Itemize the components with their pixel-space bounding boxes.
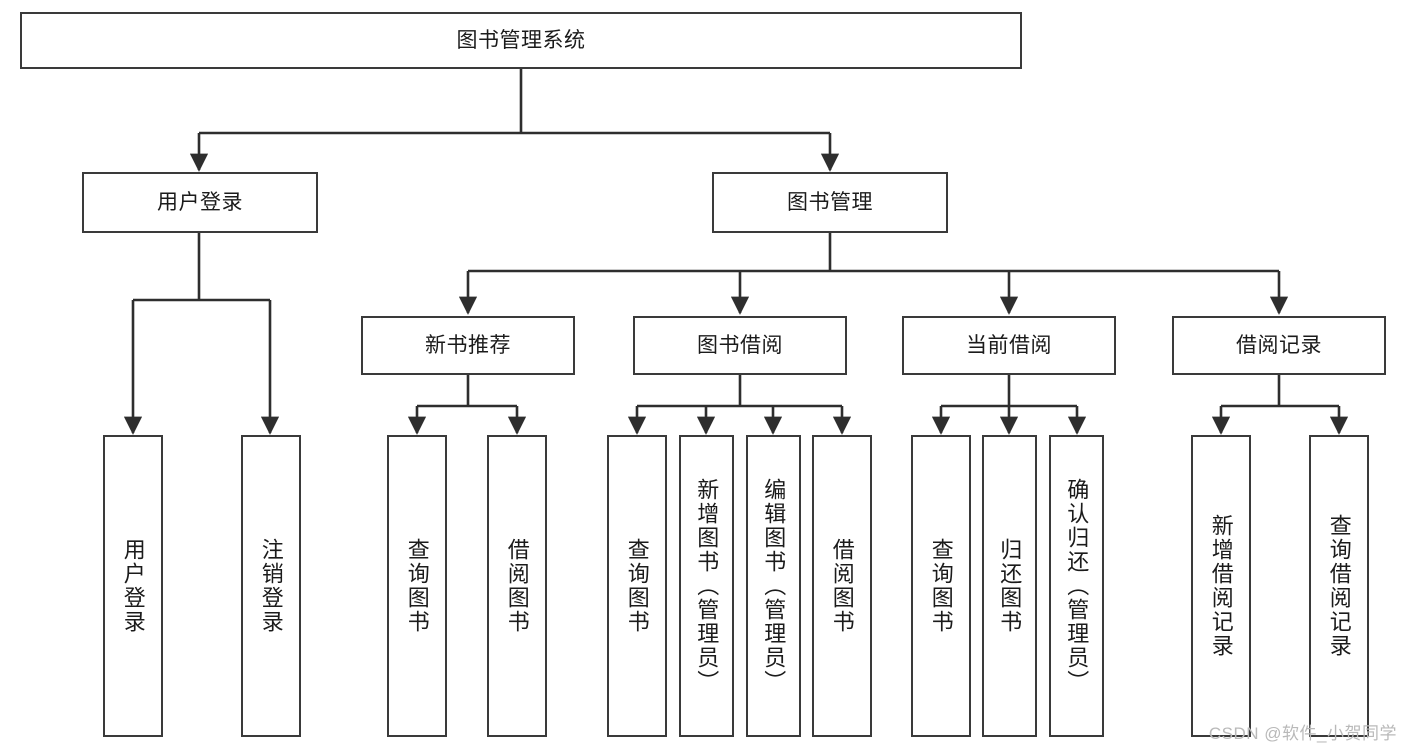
node-leaf-query-book-2-label: 查询图书: [624, 538, 650, 634]
node-current-borrow[interactable]: 当前借阅: [902, 316, 1116, 375]
node-leaf-borrow-book-1-label: 借阅图书: [504, 538, 530, 634]
node-leaf-confirm-return-label: 确认归还（管理员）: [1064, 478, 1090, 694]
watermark-text: CSDN @软件_小贺同学: [1208, 724, 1397, 743]
node-leaf-query-record-label: 查询借阅记录: [1326, 514, 1352, 658]
node-leaf-return-book[interactable]: 归还图书: [982, 435, 1037, 737]
node-book-manage[interactable]: 图书管理: [712, 172, 948, 233]
node-leaf-return-book-label: 归还图书: [997, 538, 1023, 634]
node-leaf-user-logout[interactable]: 注销登录: [241, 435, 301, 737]
node-user-login-label: 用户登录: [157, 190, 243, 214]
node-user-login[interactable]: 用户登录: [82, 172, 318, 233]
node-new-book-recommend[interactable]: 新书推荐: [361, 316, 575, 375]
node-borrow-record[interactable]: 借阅记录: [1172, 316, 1386, 375]
node-leaf-user-login[interactable]: 用户登录: [103, 435, 163, 737]
node-leaf-borrow-book-2-label: 借阅图书: [829, 538, 855, 634]
node-leaf-query-record[interactable]: 查询借阅记录: [1309, 435, 1369, 737]
node-leaf-confirm-return[interactable]: 确认归还（管理员）: [1049, 435, 1104, 737]
node-new-book-recommend-label: 新书推荐: [425, 333, 511, 357]
node-leaf-query-book-1[interactable]: 查询图书: [387, 435, 447, 737]
node-leaf-edit-book-label: 编辑图书（管理员）: [761, 478, 787, 694]
node-book-borrow[interactable]: 图书借阅: [633, 316, 847, 375]
node-root[interactable]: 图书管理系统: [20, 12, 1022, 69]
node-borrow-record-label: 借阅记录: [1236, 333, 1322, 357]
node-book-manage-label: 图书管理: [787, 190, 873, 214]
node-leaf-query-book-3-label: 查询图书: [928, 538, 954, 634]
node-leaf-edit-book[interactable]: 编辑图书（管理员）: [746, 435, 801, 737]
node-leaf-borrow-book-1[interactable]: 借阅图书: [487, 435, 547, 737]
node-leaf-add-record[interactable]: 新增借阅记录: [1191, 435, 1251, 737]
node-leaf-user-login-label: 用户登录: [120, 538, 146, 634]
node-leaf-query-book-2[interactable]: 查询图书: [607, 435, 667, 737]
node-leaf-add-record-label: 新增借阅记录: [1208, 514, 1234, 658]
node-leaf-user-logout-label: 注销登录: [258, 538, 284, 634]
node-book-borrow-label: 图书借阅: [697, 333, 783, 357]
node-leaf-query-book-3[interactable]: 查询图书: [911, 435, 971, 737]
node-current-borrow-label: 当前借阅: [966, 333, 1052, 357]
node-leaf-add-book[interactable]: 新增图书（管理员）: [679, 435, 734, 737]
node-root-label: 图书管理系统: [456, 28, 586, 52]
node-leaf-borrow-book-2[interactable]: 借阅图书: [812, 435, 872, 737]
node-leaf-add-book-label: 新增图书（管理员）: [694, 478, 720, 694]
node-leaf-query-book-1-label: 查询图书: [404, 538, 430, 634]
